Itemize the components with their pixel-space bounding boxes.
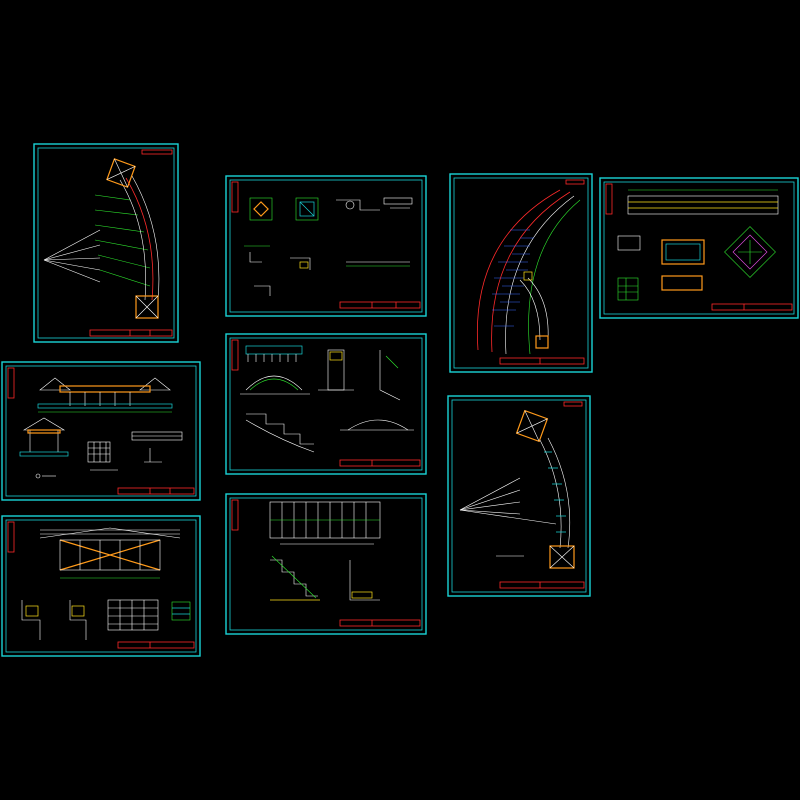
sheet-stair-sections[interactable]: [225, 493, 427, 635]
sheet-roof-framing[interactable]: [1, 515, 201, 657]
paving-pattern: [724, 226, 776, 278]
stair-profile: [245, 413, 414, 453]
title-block: [605, 183, 793, 311]
footing-details: [21, 599, 191, 640]
wall-section: [627, 189, 779, 215]
sheet-arch-bridge-details[interactable]: [225, 333, 427, 475]
sheet-riverside-plan[interactable]: [449, 173, 593, 373]
corner-pavilion-bottom: [549, 545, 575, 569]
sheet-curved-corridor-plan-2[interactable]: [447, 395, 591, 597]
title-block: [7, 367, 195, 495]
small-details: [244, 245, 410, 296]
title-block: [231, 181, 421, 309]
corner-pavilion-top: [515, 409, 549, 443]
step-detail: [336, 197, 413, 211]
title-block: [89, 149, 173, 337]
arc-walkway: [539, 437, 571, 549]
pool-plan: [617, 235, 705, 301]
lattice-detail: [87, 431, 183, 463]
sheet-curved-corridor-plan[interactable]: [33, 143, 179, 343]
radial-dimension-lines: [43, 194, 151, 287]
sheet-pool-details[interactable]: [599, 177, 799, 319]
water-hatch: [492, 229, 534, 327]
title-block: [499, 179, 585, 365]
corridor-elevation: [37, 377, 173, 413]
title-block: [231, 339, 421, 467]
title-block: [7, 521, 195, 649]
bridge-elevation: [240, 345, 310, 395]
corner-pavilion-top: [106, 158, 136, 188]
corner-pavilion-bottom: [135, 295, 159, 319]
column-base-plans: [249, 197, 319, 221]
abutment-section: [318, 349, 401, 401]
sheet-pavilion-elevation[interactable]: [1, 361, 201, 501]
river-banks: [476, 189, 581, 355]
title-block: [231, 499, 421, 627]
gazebo-elevation: [19, 417, 69, 457]
sheet-paving-details[interactable]: [225, 175, 427, 317]
curved-walkway: [519, 271, 549, 349]
stair-cross-sections: [270, 555, 380, 601]
stair-elevation: [269, 501, 381, 545]
truss-section: [39, 527, 181, 579]
title-block: [499, 401, 585, 589]
radial-dimension-lines: [459, 477, 557, 525]
arc-walkway: [119, 175, 160, 301]
